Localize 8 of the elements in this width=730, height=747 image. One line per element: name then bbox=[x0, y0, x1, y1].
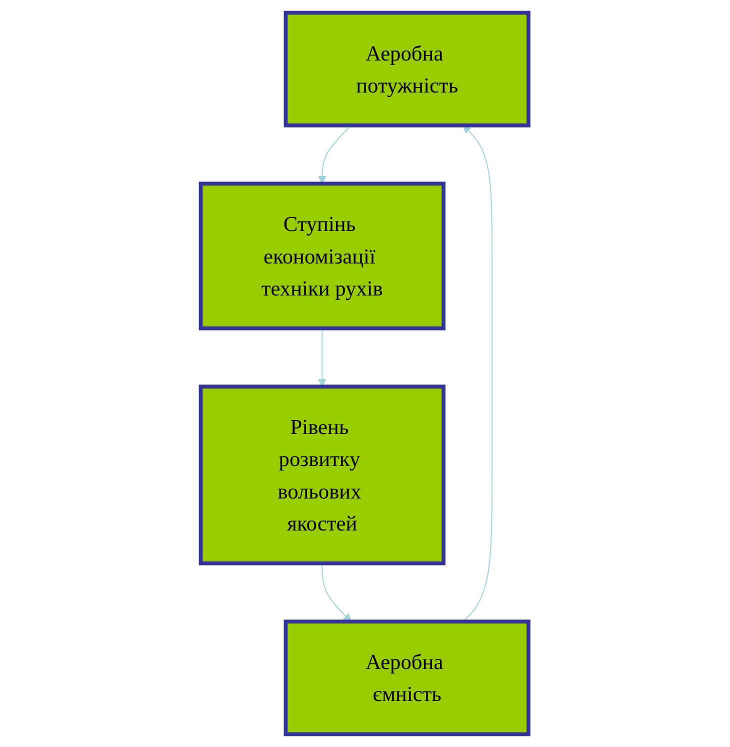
node-box: Аеробна ємність bbox=[284, 620, 531, 736]
arrow bbox=[318, 124, 352, 184]
arrow bbox=[463, 125, 493, 622]
node-box: Рівень розвитку вольових якостей bbox=[199, 384, 446, 566]
node-box: Ступінь економізації техніки рухів bbox=[199, 182, 446, 330]
arrow bbox=[322, 562, 352, 622]
arrow bbox=[318, 328, 327, 387]
node-box: Аеробна потужність bbox=[284, 10, 531, 128]
